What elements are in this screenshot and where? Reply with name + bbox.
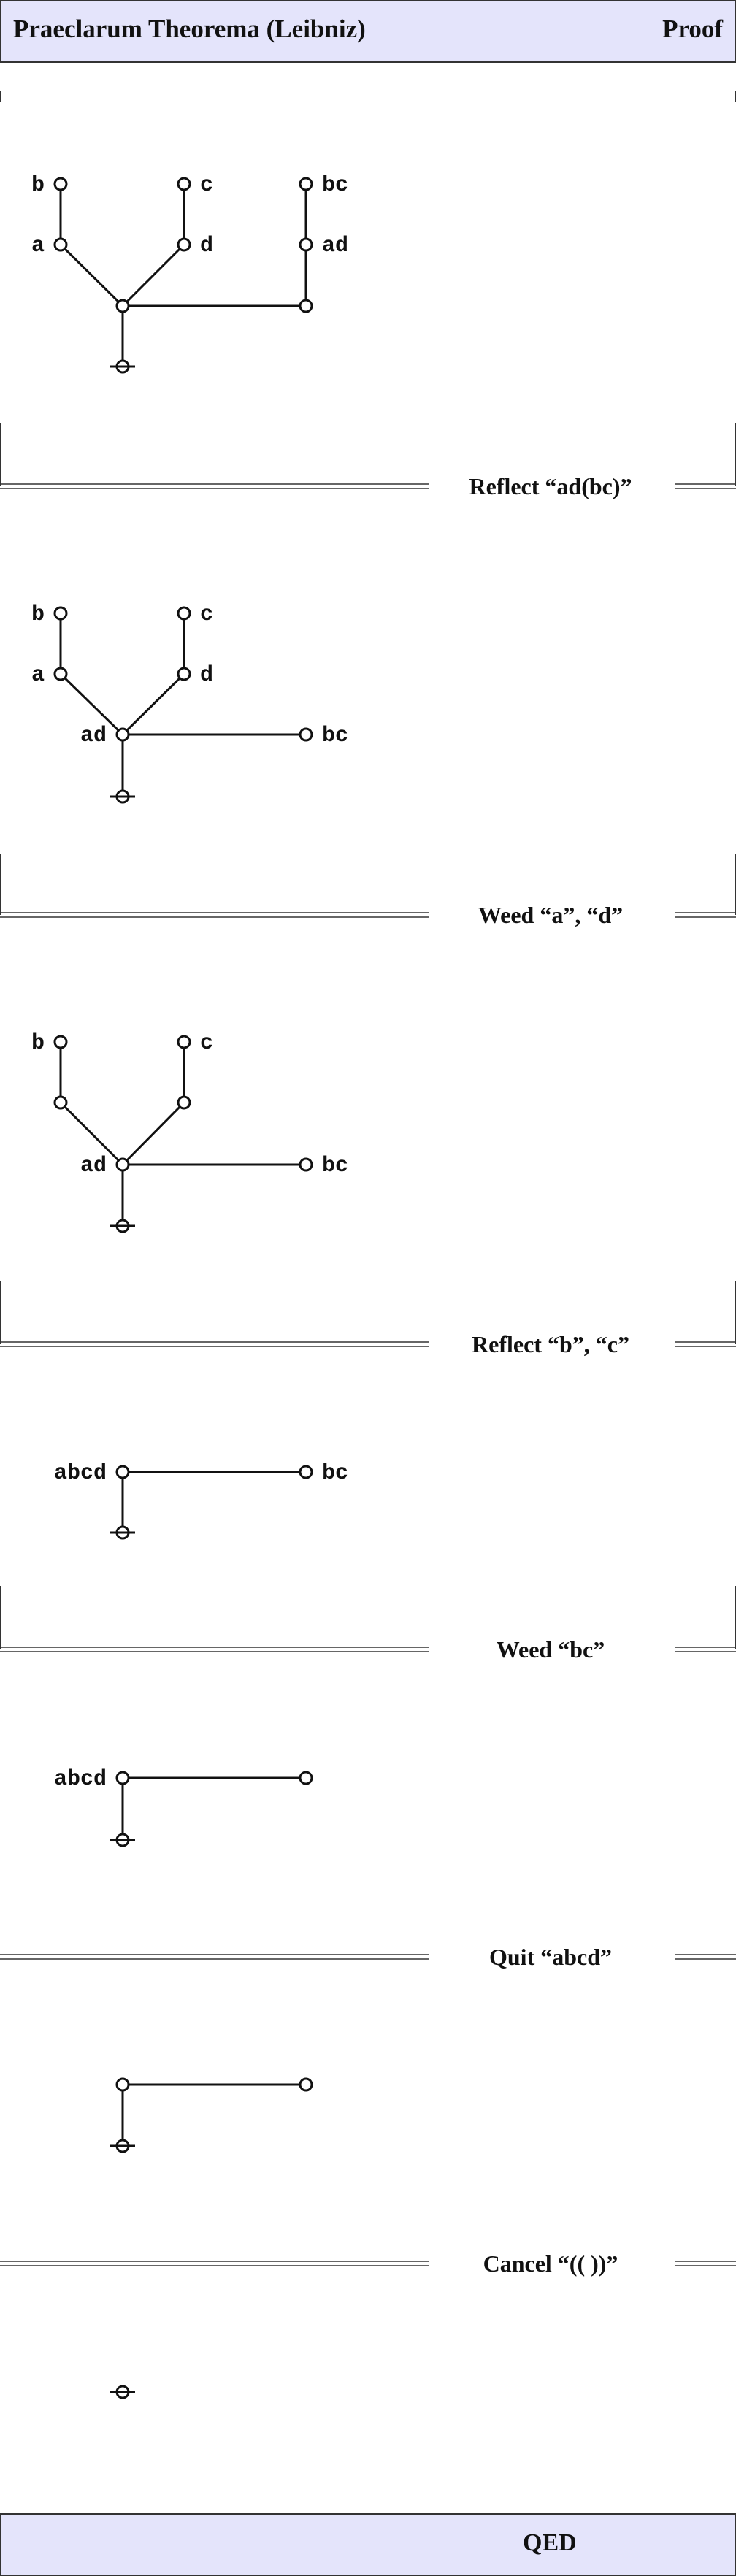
node-circle — [115, 1465, 130, 1479]
node-circle — [299, 1465, 313, 1479]
page-title: Praeclarum Theorema (Leibniz) — [13, 15, 366, 43]
node-label: c — [200, 1031, 213, 1056]
step-label: Weed “bc” — [497, 1636, 605, 1663]
node-circle — [115, 299, 130, 313]
node-circle — [53, 667, 68, 681]
node-circle — [177, 1095, 191, 1110]
step-label: Weed “a”, “d” — [478, 902, 623, 928]
node-label: ad — [80, 724, 107, 748]
node-circle — [177, 237, 191, 252]
step-label: Reflect “b”, “c” — [472, 1331, 629, 1357]
node-label: b — [31, 173, 45, 198]
node-circle — [53, 1035, 68, 1049]
node-circle — [53, 237, 68, 252]
node-label: ad — [80, 1154, 107, 1178]
node-label: b — [31, 1031, 45, 1056]
node-circle — [299, 727, 313, 742]
edge-line — [121, 1101, 185, 1166]
node-circle — [299, 177, 313, 191]
node-label: c — [200, 602, 213, 627]
node-circle — [177, 667, 191, 681]
node-circle — [115, 727, 130, 742]
node-circle — [177, 606, 191, 621]
footer-bar: QED — [0, 2513, 736, 2576]
node-circle — [115, 1157, 130, 1172]
node-label: d — [200, 663, 213, 688]
node-label: abcd — [54, 1767, 107, 1792]
node-circle — [53, 1095, 68, 1110]
node-label: bc — [322, 1461, 348, 1486]
node-label: a — [31, 663, 45, 688]
node-circle — [299, 299, 313, 313]
node-circle — [299, 2077, 313, 2092]
edge-line — [59, 672, 124, 736]
node-circle — [53, 177, 68, 191]
node-label: b — [31, 602, 45, 627]
qed-label: QED — [523, 2529, 577, 2556]
node-label: bc — [322, 1154, 348, 1178]
step-label: Quit “abcd” — [489, 1944, 612, 1970]
node-label: abcd — [54, 1461, 107, 1486]
edge-line — [59, 243, 124, 307]
node-circle — [115, 1771, 130, 1785]
proof-label: Proof — [662, 15, 723, 43]
node-circle — [115, 2077, 130, 2092]
node-circle — [299, 1157, 313, 1172]
node-circle — [177, 177, 191, 191]
node-circle — [177, 1035, 191, 1049]
header-bar: Praeclarum Theorema (Leibniz) Proof — [0, 0, 736, 63]
node-label: bc — [322, 173, 348, 198]
node-label: bc — [322, 724, 348, 748]
node-circle — [299, 1771, 313, 1785]
step-label: Cancel “(( ))” — [483, 2250, 618, 2277]
node-label: a — [31, 234, 45, 258]
edge-line — [121, 243, 185, 307]
edge-line — [59, 1101, 124, 1166]
step-label: Reflect “ad(bc)” — [469, 473, 632, 499]
node-label: d — [200, 234, 213, 258]
node-label: ad — [322, 234, 348, 258]
node-circle — [299, 237, 313, 252]
node-circle — [53, 606, 68, 621]
edge-line — [121, 672, 185, 736]
node-label: c — [200, 173, 213, 198]
